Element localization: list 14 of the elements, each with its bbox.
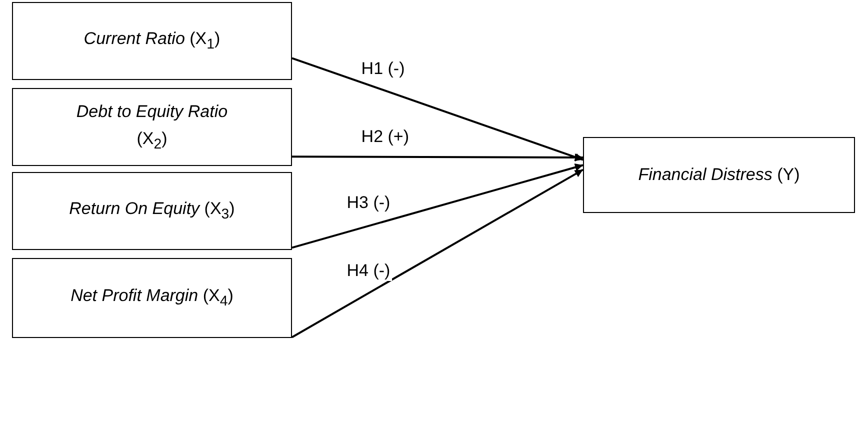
arrow — [292, 154, 583, 162]
arrow — [292, 57, 584, 161]
variable-box — [583, 137, 855, 213]
variable-label: Return On Equity (X$_{3}$) — [69, 198, 235, 225]
variable-label: Financial Distress (Y) — [638, 164, 800, 186]
variable-box — [12, 88, 292, 166]
arrow — [292, 163, 584, 249]
variable-box — [12, 2, 292, 80]
variable-label: Current Ratio (X$_{1}$) — [84, 28, 220, 55]
variable-box — [12, 258, 292, 338]
variable-label: Net Profit Margin (X$_{4}$) — [70, 285, 234, 312]
variable-box — [12, 172, 292, 250]
variable-label: Debt to Equity Ratio (X$_{2}$) — [75, 100, 229, 154]
arrow — [292, 168, 584, 338]
